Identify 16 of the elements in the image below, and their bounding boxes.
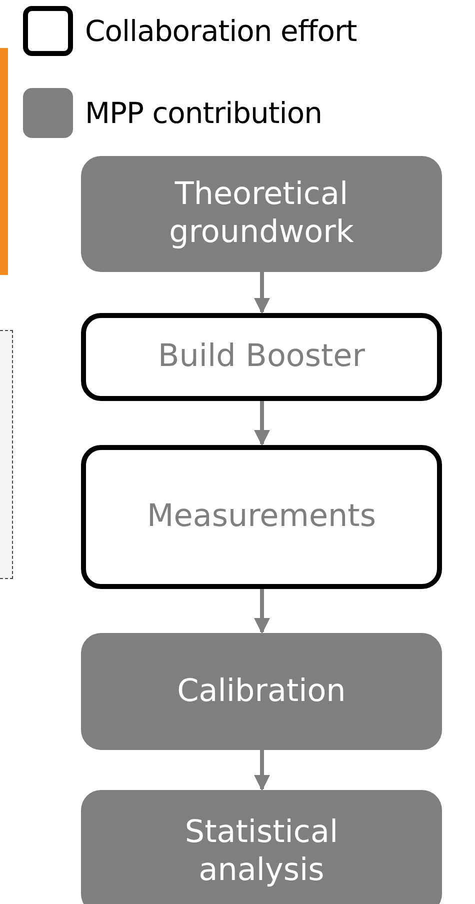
- legend-label: MPP contribution: [85, 96, 322, 130]
- process-box: [81, 633, 442, 750]
- box-label: Theoretical groundwork: [168, 176, 355, 252]
- arrow: [254, 401, 270, 446]
- legend-label: Collaboration effort: [85, 14, 357, 48]
- process-box: [81, 790, 442, 904]
- box-label: Build Booster: [158, 338, 365, 376]
- box-label: Calibration: [177, 672, 346, 710]
- process-box: [81, 156, 442, 272]
- arrow: [254, 750, 270, 791]
- process-box: [81, 445, 442, 589]
- box-label: Statistical analysis: [184, 814, 340, 890]
- arrow: [254, 272, 270, 314]
- arrow: [254, 589, 270, 634]
- process-box: [81, 313, 442, 401]
- box-label: Measurements: [147, 498, 376, 536]
